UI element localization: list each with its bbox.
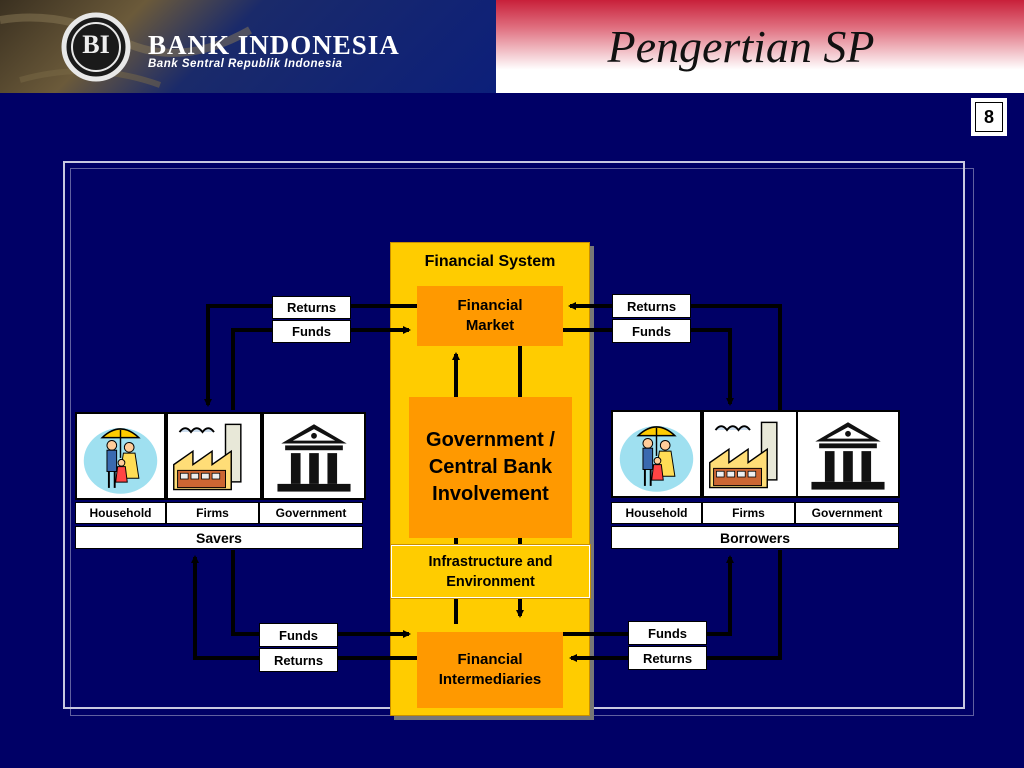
borrowers-household-image	[611, 410, 702, 498]
logo-monogram: BI	[82, 30, 110, 59]
savers-group-label: Savers	[75, 526, 363, 549]
arrow-borrowers-funds-bottom	[563, 555, 734, 636]
government-building-icon	[811, 422, 885, 490]
family-umbrella-icon	[619, 425, 694, 492]
savers-top-funds-label: Funds	[272, 320, 351, 343]
savers-household-label: Household	[75, 502, 166, 524]
savers-firms-label: Firms	[166, 502, 259, 524]
borrowers-group-label: Borrowers	[611, 526, 899, 549]
borrowers-bottom-returns-label: Returns	[628, 646, 707, 670]
borrowers-firms-image	[702, 410, 798, 498]
government-involvement-label: Government / Central Bank Involvement	[426, 429, 555, 505]
financial-system-title: Financial System	[424, 253, 556, 270]
factory-icon	[709, 421, 778, 489]
savers-firms-image	[166, 412, 262, 500]
government-involvement-box: Government / Central Bank Involvement	[409, 397, 572, 538]
bank-subtitle: Bank Sentral Republik Indonesia	[148, 58, 343, 70]
borrowers-household-label: Household	[611, 502, 702, 524]
arrow-savers-returns-bottom	[191, 555, 417, 660]
financial-market-label: Financial Market	[457, 297, 523, 334]
financial-intermediaries-box: Financial Intermediaries	[417, 632, 563, 708]
borrowers-top-returns-label: Returns	[612, 294, 691, 318]
savers-top-returns-label: Returns	[272, 296, 351, 319]
factory-icon	[173, 423, 242, 491]
bank-name: BANK INDONESIA	[148, 30, 400, 60]
page-number-badge: 8	[971, 98, 1007, 136]
borrowers-bottom-funds-label: Funds	[628, 621, 707, 645]
family-umbrella-icon	[83, 427, 158, 494]
bank-indonesia-logo-icon	[0, 12, 252, 88]
borrowers-government-image	[796, 410, 900, 498]
government-building-icon	[277, 424, 351, 492]
arrow-savers-funds-bottom	[231, 550, 411, 638]
slide-title: Pengertian SP	[607, 21, 875, 72]
savers-bottom-returns-label: Returns	[259, 648, 338, 672]
savers-government-label: Government	[259, 502, 363, 524]
infrastructure-box: Infrastructure and Environment	[391, 545, 590, 598]
infrastructure-label: Infrastructure and Environment	[428, 553, 553, 590]
header-title-area	[496, 0, 1024, 93]
borrowers-government-label: Government	[795, 502, 899, 524]
financial-market-box: Financial Market	[417, 286, 563, 346]
borrowers-firms-label: Firms	[702, 502, 795, 524]
financial-intermediaries-label: Financial Intermediaries	[438, 651, 542, 688]
page-number: 8	[983, 106, 994, 127]
savers-household-image	[75, 412, 166, 500]
borrowers-top-funds-label: Funds	[612, 319, 691, 343]
savers-bottom-funds-label: Funds	[259, 623, 338, 647]
savers-government-image	[262, 412, 366, 500]
header-logo-banner: BI	[0, 0, 496, 93]
